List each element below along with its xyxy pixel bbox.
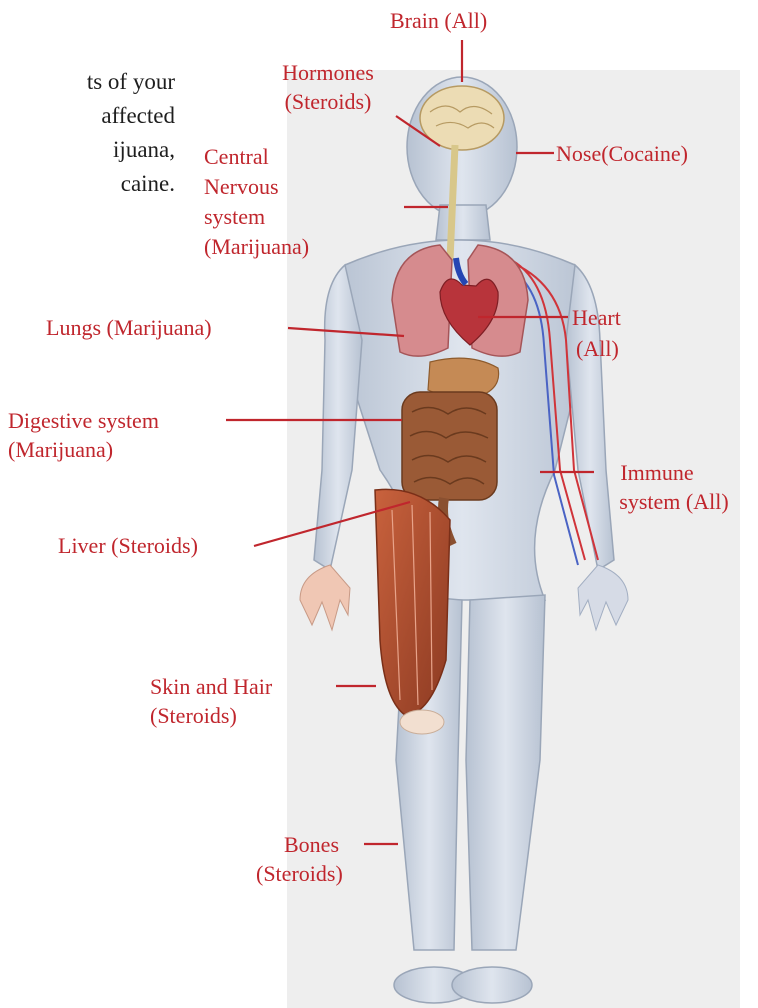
label-bones-line-1: Bones bbox=[256, 830, 343, 859]
label-hormones: Hormones (Steroids) bbox=[258, 58, 398, 116]
label-immune-line-2: system (All) bbox=[594, 487, 754, 516]
label-heart: Heart (All) bbox=[572, 302, 621, 364]
intro-text: ts of your affected ijuana, caine. bbox=[0, 66, 175, 246]
label-brain-line-1: Brain (All) bbox=[390, 6, 487, 35]
label-hormones-line-1: Hormones bbox=[258, 58, 398, 87]
label-cns-line-4: (Marijuana) bbox=[204, 232, 309, 262]
label-skin-line-2: (Steroids) bbox=[150, 701, 272, 730]
label-nose: Nose(Cocaine) bbox=[556, 139, 688, 168]
label-immune: Immune system (All) bbox=[594, 458, 754, 516]
intro-line-4: caine. bbox=[121, 168, 175, 199]
label-digestive-line-1: Digestive system bbox=[8, 406, 159, 435]
label-liver-line-1: Liver (Steroids) bbox=[58, 531, 198, 560]
intro-line-2: affected bbox=[101, 100, 175, 131]
label-heart-line-2: (All) bbox=[572, 333, 621, 364]
label-heart-line-1: Heart bbox=[572, 302, 621, 333]
label-brain: Brain (All) bbox=[390, 6, 487, 35]
label-lungs-line-1: Lungs (Marijuana) bbox=[46, 313, 212, 342]
label-skin: Skin and Hair (Steroids) bbox=[150, 672, 272, 730]
label-skin-line-1: Skin and Hair bbox=[150, 672, 272, 701]
label-cns-line-1: Central bbox=[204, 142, 309, 172]
label-hormones-line-2: (Steroids) bbox=[258, 87, 398, 116]
intro-line-3: ijuana, bbox=[113, 134, 175, 165]
label-cns: Central Nervous system (Marijuana) bbox=[204, 142, 309, 262]
intro-line-1: ts of your bbox=[87, 66, 175, 97]
spinal-cord bbox=[450, 145, 455, 260]
label-nose-line-1: Nose(Cocaine) bbox=[556, 139, 688, 168]
label-digestive: Digestive system (Marijuana) bbox=[8, 406, 159, 464]
label-liver: Liver (Steroids) bbox=[58, 531, 198, 560]
label-cns-line-3: system bbox=[204, 202, 309, 232]
label-bones: Bones (Steroids) bbox=[256, 830, 343, 888]
label-digestive-line-2: (Marijuana) bbox=[8, 435, 159, 464]
label-immune-line-1: Immune bbox=[594, 458, 754, 487]
label-lungs: Lungs (Marijuana) bbox=[46, 313, 212, 342]
knee bbox=[400, 710, 444, 734]
label-bones-line-2: (Steroids) bbox=[256, 859, 343, 888]
label-cns-line-2: Nervous bbox=[204, 172, 309, 202]
